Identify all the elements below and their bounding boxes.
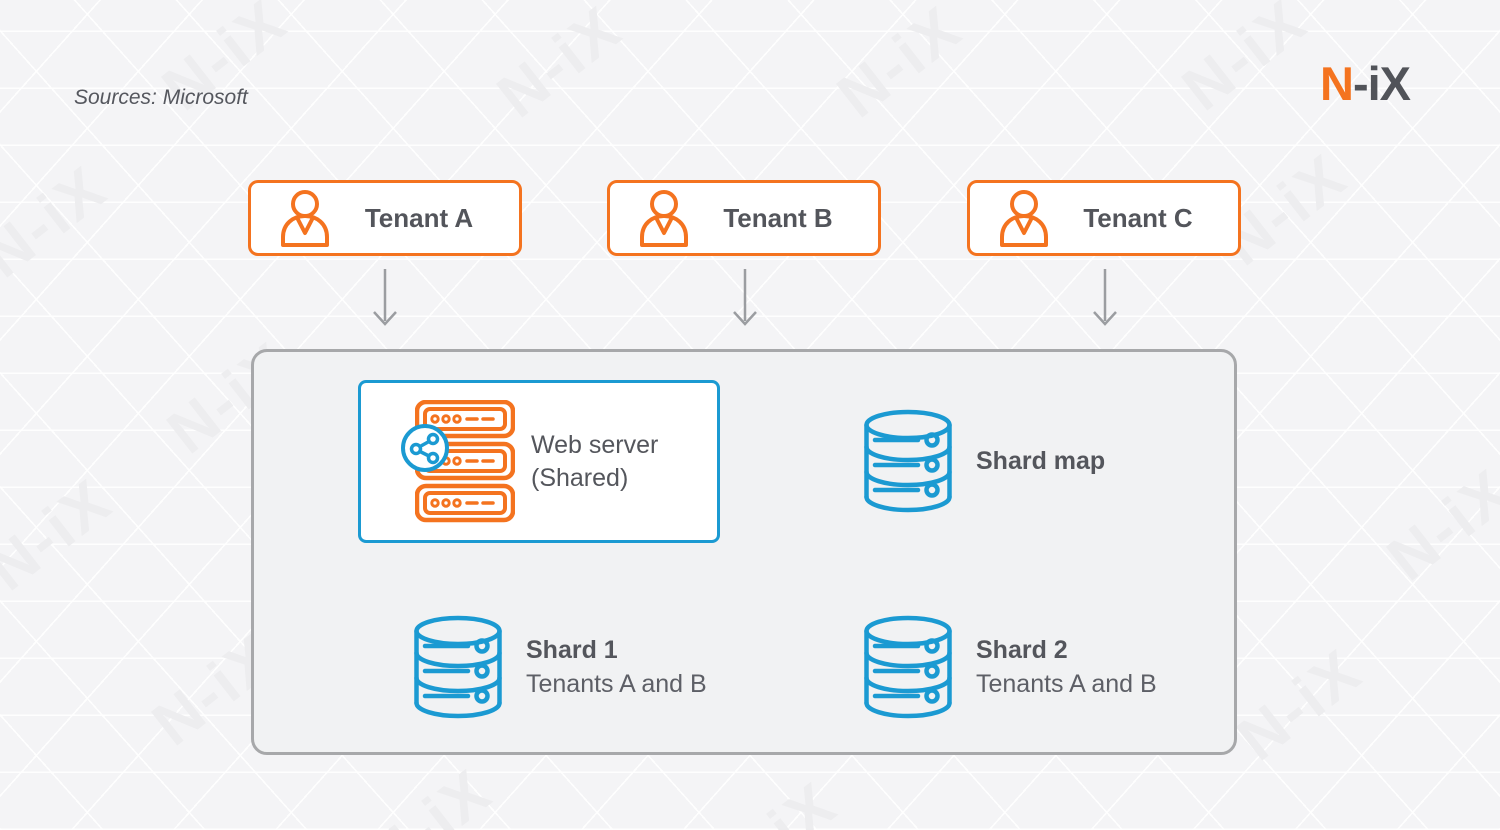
web-server-label-line1: Web server bbox=[531, 430, 659, 459]
tenant-c-box: Tenant C bbox=[967, 180, 1241, 256]
tenant-label: Tenant B bbox=[723, 202, 833, 233]
background-watermark: N-iX bbox=[355, 755, 505, 830]
logo-ix: -iX bbox=[1352, 57, 1411, 110]
background-watermark: N-iX bbox=[0, 465, 125, 605]
shard-1-label: Shard 1 Tenants A and B bbox=[526, 633, 707, 701]
shard-1-title: Shard 1 bbox=[526, 636, 618, 664]
shard-1-node: Shard 1 Tenants A and B bbox=[412, 615, 707, 719]
web-server-label-line2: (Shared) bbox=[531, 463, 629, 492]
background-watermark: N-iX bbox=[825, 0, 975, 132]
background-watermark: N-iX bbox=[700, 768, 851, 830]
shard-2-subtitle: Tenants A and B bbox=[976, 670, 1157, 698]
source-note: Sources: Microsoft bbox=[74, 86, 248, 109]
database-icon bbox=[412, 615, 504, 719]
shard-2-title: Shard 2 bbox=[976, 636, 1068, 664]
shard-1-subtitle: Tenants A and B bbox=[526, 670, 707, 698]
web-server-icon-group bbox=[401, 399, 515, 524]
arrow-down-icon bbox=[372, 268, 398, 330]
database-icon bbox=[862, 615, 954, 719]
tenant-label: Tenant C bbox=[1083, 202, 1193, 233]
person-icon bbox=[996, 189, 1052, 247]
background-watermark: N-iX bbox=[485, 0, 635, 132]
person-icon bbox=[277, 189, 333, 247]
background-watermark: N-iX bbox=[1375, 455, 1500, 595]
web-server-box: Web server (Shared) bbox=[358, 380, 720, 543]
shard-2-node: Shard 2 Tenants A and B bbox=[862, 615, 1157, 719]
nix-logo: N-iX bbox=[1320, 57, 1411, 110]
database-icon bbox=[862, 409, 954, 513]
tenant-b-box: Tenant B bbox=[607, 180, 881, 256]
person-icon bbox=[636, 189, 692, 247]
background-watermark: N-iX bbox=[1225, 635, 1375, 775]
shard-2-label: Shard 2 Tenants A and B bbox=[976, 633, 1157, 701]
background-watermark: N-iX bbox=[0, 152, 120, 292]
arrow-down-icon bbox=[732, 268, 758, 330]
shard-map-title: Shard map bbox=[976, 447, 1106, 475]
tenant-label: Tenant A bbox=[364, 202, 474, 233]
arrow-down-icon bbox=[1092, 268, 1118, 330]
share-icon bbox=[399, 422, 451, 474]
background-watermark: N-iX bbox=[1170, 0, 1320, 125]
web-server-label: Web server (Shared) bbox=[531, 429, 658, 495]
logo-n: N bbox=[1320, 57, 1354, 110]
shard-map-node: Shard map bbox=[862, 409, 1105, 513]
shard-map-label: Shard map bbox=[976, 444, 1105, 478]
tenant-a-box: Tenant A bbox=[248, 180, 522, 256]
